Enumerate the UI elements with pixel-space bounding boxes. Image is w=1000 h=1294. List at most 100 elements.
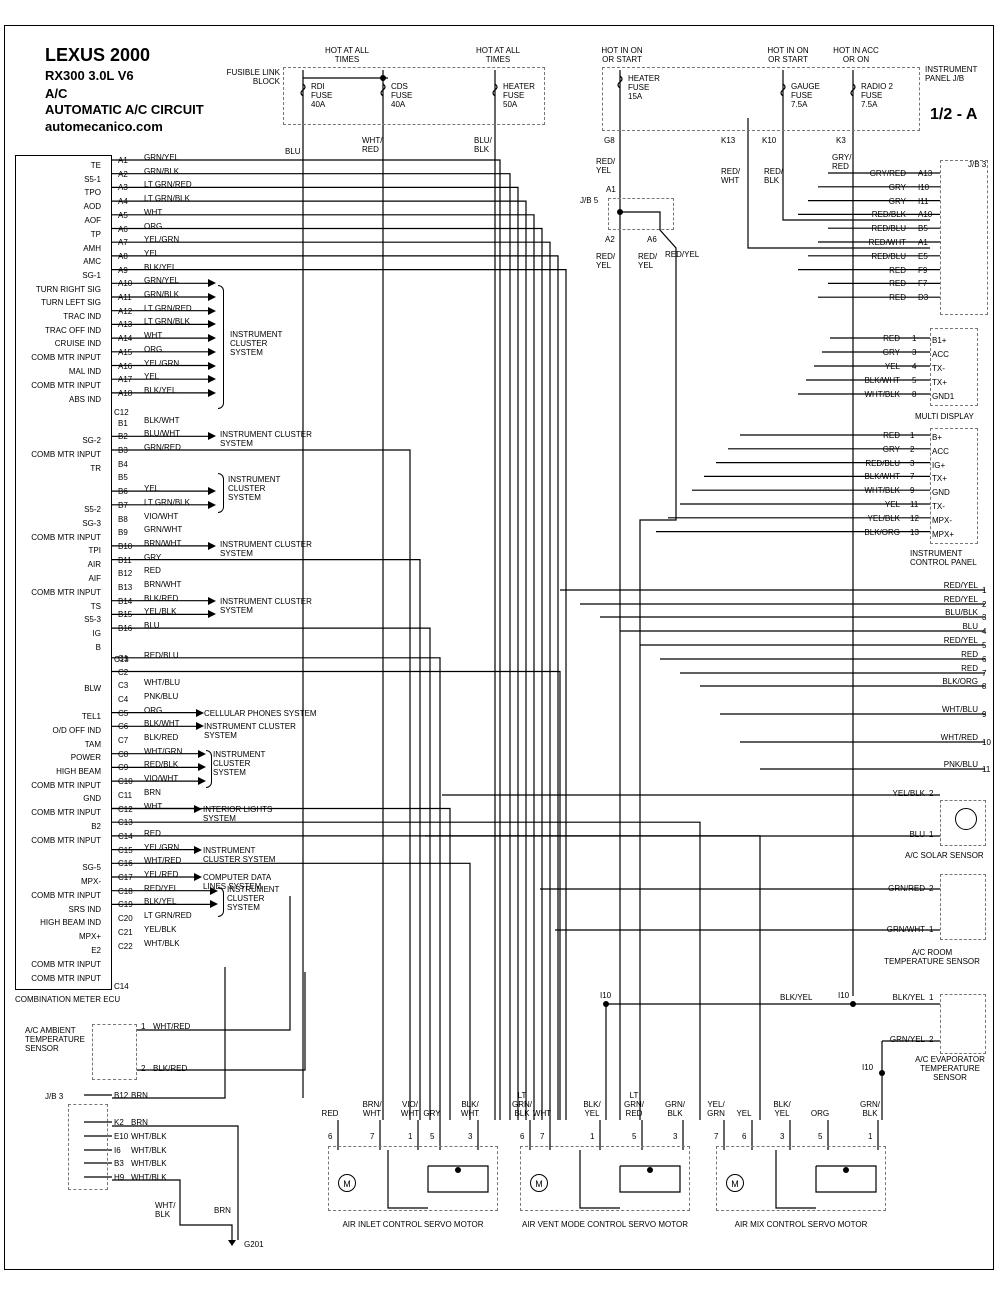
arrow-icon: [194, 845, 202, 854]
output-wire-color: PNK/BLU: [943, 760, 978, 769]
wire-label: RED/YEL: [665, 250, 700, 259]
ecu-terminal-label: SG-5: [82, 863, 101, 872]
jb3-left-wire-color: WHT/BLK: [131, 1159, 167, 1168]
ecu-pin: C11: [118, 790, 133, 800]
ecu-pin-wire-color: VIO/WHT: [144, 774, 179, 784]
wire-label: A6: [647, 235, 657, 244]
diagram-frame: [4, 25, 994, 1270]
cellular-phones-system-label: CELLULAR PHONES SYSTEM: [204, 708, 317, 718]
ecu-pin-wire-color: BRN/WHT: [144, 580, 182, 589]
wire-label: K3: [836, 136, 846, 145]
jb3-pin: F9: [918, 265, 928, 275]
jb3-pin: A10: [918, 210, 933, 220]
ecu-pin: C18: [118, 886, 133, 896]
output-number: 5: [982, 641, 987, 650]
room-wire-color: GRN/RED: [888, 884, 925, 893]
ecu-pin: B5: [118, 473, 128, 483]
ecu-pin: C4: [118, 694, 129, 704]
ecu-pin: C7: [118, 736, 129, 745]
servo-pin: 6: [520, 1132, 525, 1141]
wire: [112, 862, 471, 1120]
jb3-wire-color: RED: [889, 279, 906, 289]
ecu-terminal-label: AOD: [83, 202, 101, 211]
internal-wire: [387, 1150, 428, 1209]
ecu-pin: B16: [118, 624, 133, 634]
panel-terminal: TX-: [932, 502, 945, 511]
ecu-pin: C8: [118, 749, 129, 759]
ecu-terminal-label: B2: [91, 822, 101, 831]
room-pin: 2: [929, 884, 934, 893]
wire: [112, 227, 543, 1120]
wire: [137, 896, 291, 1031]
multi-display-wire-color: GRY: [882, 348, 900, 357]
splice-label: I10: [838, 991, 850, 1000]
ecu-pin-wire-color: GRN/RED: [144, 443, 181, 452]
ecu-pin: B3: [118, 446, 128, 455]
servo-motor-icon: M: [338, 1174, 356, 1192]
ecu-terminal-label: COMB MTR INPUT: [31, 450, 101, 459]
multi-display-wire-color: RED: [883, 334, 900, 343]
servo-motor-label: AIR INLET CONTROL SERVO MOTOR: [342, 1220, 484, 1229]
wire: [112, 159, 501, 1120]
ecu-pin: C16: [118, 859, 133, 869]
ecu-terminal-label: S5-1: [84, 175, 101, 184]
ecu-pin-wire-color: LT GRN/BLK: [144, 497, 190, 507]
ecu-pin: B12: [118, 569, 133, 579]
ecu-terminal-label: TURN LEFT SIG: [41, 298, 101, 307]
jb3-pin: I10: [918, 182, 930, 192]
multi-display-pin: 3: [912, 348, 917, 357]
ecu-pin-wire-color: WHT: [144, 331, 163, 341]
jb3-left-pin: K2: [114, 1118, 124, 1127]
ecu-pin-wire-color: BLK/YEL: [144, 385, 177, 395]
ecu-terminal-label: AMH: [83, 244, 101, 253]
wire: [112, 967, 226, 1099]
arrow-icon: [208, 500, 216, 509]
jb3-left-pin: B3: [114, 1159, 124, 1168]
ecu-pin-wire-color: YEL/GRN: [144, 842, 180, 852]
jb3-left-wire-color: BRN: [131, 1091, 148, 1100]
photodiode-icon: [955, 808, 977, 830]
ecu-terminal-label: TPO: [84, 188, 101, 197]
ecu-pin-wire-color: LT GRN/BLK: [144, 317, 190, 327]
wire: [112, 449, 411, 1120]
ecu-pin: B14: [118, 596, 133, 606]
multi-display-label: MULTI DISPLAY: [915, 412, 974, 421]
servo-motor-label: AIR VENT MODE CONTROL SERVO MOTOR: [522, 1220, 688, 1229]
servo-wire-color: ORG: [810, 1109, 830, 1118]
ecu-terminal-label: COMB MTR INPUT: [31, 353, 101, 362]
ecu-terminal-label: S5-2: [84, 505, 101, 514]
arrow-icon: [208, 306, 216, 315]
title-model: LEXUS 2000: [45, 45, 151, 65]
servo-wire-color: GRN/BLK: [860, 1100, 880, 1118]
output-wire-color: BLU: [962, 622, 978, 631]
wire: [112, 186, 519, 1120]
wire-label: WHT/RED: [362, 136, 383, 154]
ecu-pin-wire-color: YEL/RED: [144, 870, 179, 879]
solar-sensor-box: [940, 800, 986, 846]
ecu-terminal-label: AIR: [87, 560, 101, 569]
wire-red-yel: [620, 211, 677, 1120]
ecu-pin: A5: [118, 210, 128, 220]
evap-pin: 2: [929, 1035, 934, 1044]
ecu-pin: C9: [118, 763, 129, 773]
panel-wire-color: GRY: [882, 444, 900, 454]
output-number: 4: [982, 627, 987, 636]
ecu-pin-wire-color: YEL: [144, 248, 160, 258]
servo-pin: 7: [370, 1132, 375, 1141]
arrow-icon: [198, 777, 206, 786]
ecu-pin: B4: [118, 459, 128, 469]
room-pin: 1: [929, 925, 934, 934]
servo-pin: 6: [328, 1132, 333, 1141]
ecu-pin: C3: [118, 681, 129, 691]
wire: [137, 972, 306, 1071]
wire-label: RED/YEL: [596, 252, 616, 270]
ecu-pin: A14: [118, 334, 133, 344]
ecu-pin: C6: [118, 722, 129, 732]
ecu-pin: B2: [118, 432, 128, 442]
